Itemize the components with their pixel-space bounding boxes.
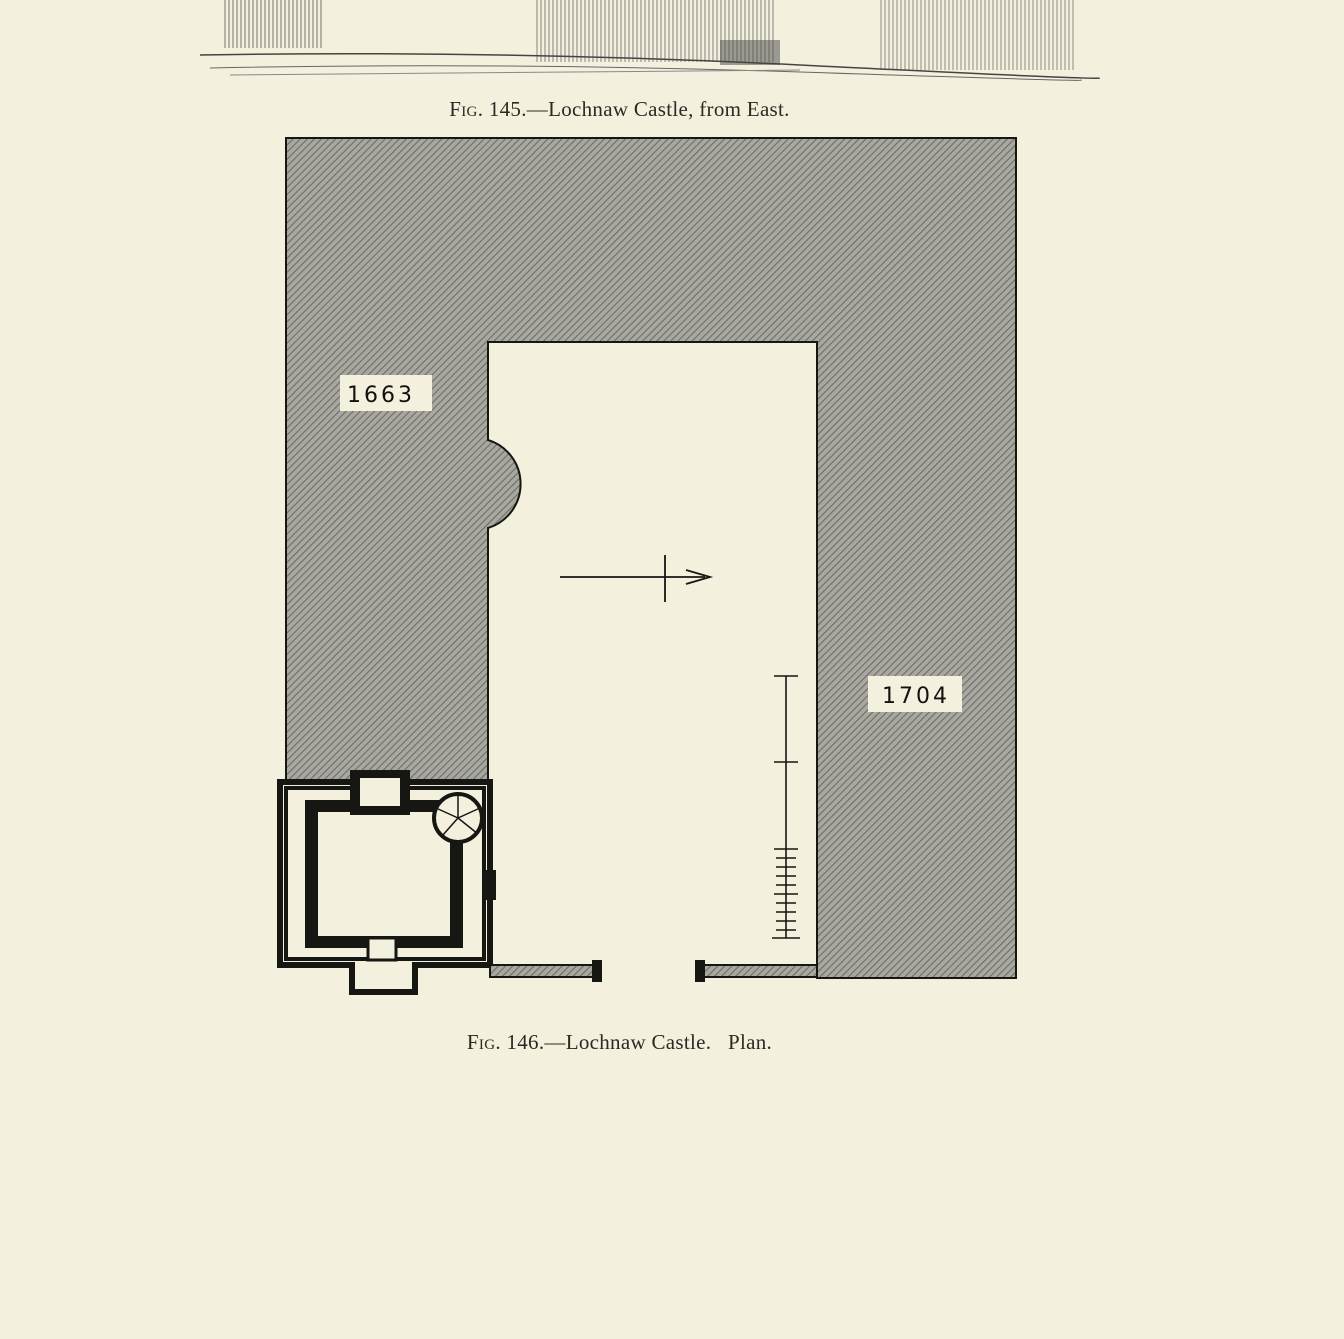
figure-145-number: 145. <box>488 97 527 121</box>
scale-bar <box>772 675 800 939</box>
courtyard-wall <box>489 960 818 982</box>
figure-146-title: —Lochnaw Castle. Plan. <box>544 1030 773 1054</box>
elevation-sketch-fragment <box>200 0 1100 81</box>
figure-145-caption: Fig. 145.—Lochnaw Castle, from East. <box>0 97 1239 122</box>
figure-146-prefix: Fig. <box>466 1030 501 1054</box>
figure-146-number: 146. <box>506 1030 545 1054</box>
figure-145-title: —Lochnaw Castle, from East. <box>526 97 790 121</box>
plan-wings-hatched <box>285 137 1017 979</box>
label-1663: 1663 <box>347 383 415 408</box>
north-arrow-icon <box>560 555 714 602</box>
tower-keep <box>277 770 496 995</box>
figure-146-caption: Fig. 146.—Lochnaw Castle. Plan. <box>0 1030 1239 1055</box>
figure-145-prefix: Fig. <box>449 97 484 121</box>
label-1704: 1704 <box>882 684 950 709</box>
